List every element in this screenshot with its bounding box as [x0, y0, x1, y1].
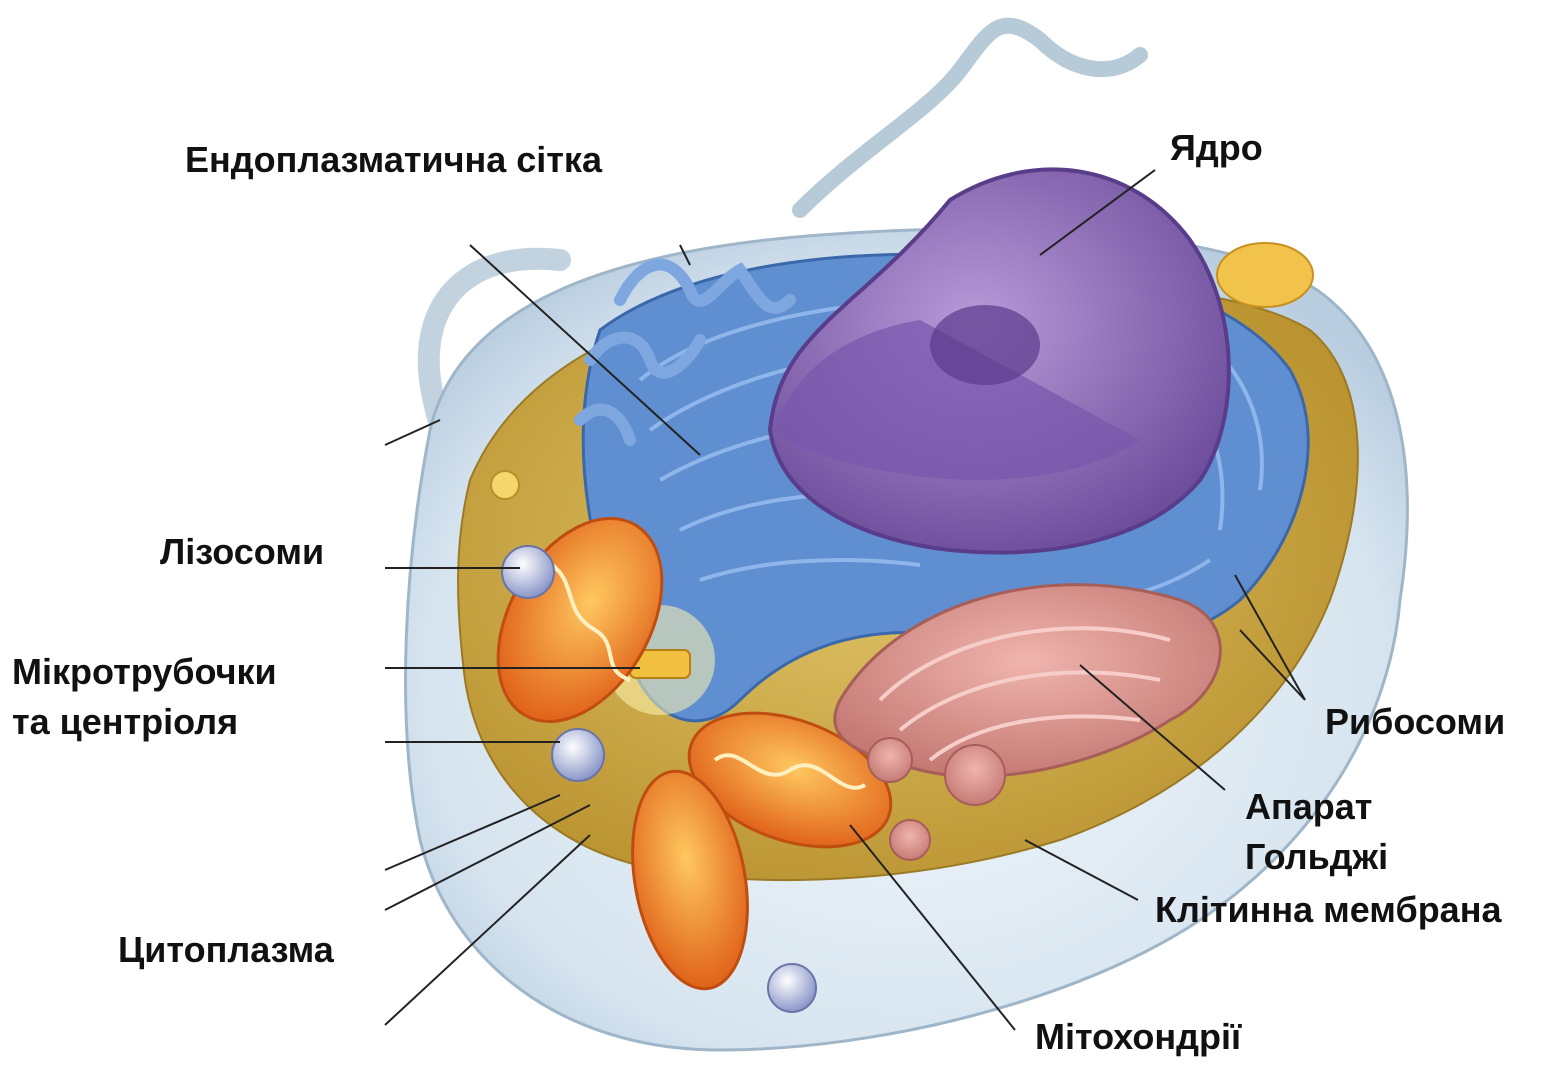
vesicle-bottom [768, 964, 816, 1012]
vacuole [1217, 243, 1313, 307]
label-nucleus: Ядро [1170, 126, 1263, 170]
label-mitochondria: Мітохондрії [1035, 1015, 1241, 1059]
label-microtubules-line1: Мікротрубочки [12, 650, 277, 694]
label-golgi-line2: Гольджі [1245, 835, 1388, 879]
vesicle [491, 471, 519, 499]
label-golgi-line1: Апарат [1245, 785, 1372, 829]
label-lysosomes: Лізосоми [160, 530, 324, 574]
label-cell-membrane: Клітинна мембрана [1155, 888, 1501, 932]
label-cytoplasm: Цитоплазма [118, 928, 334, 972]
label-ribosomes: Рибосоми [1325, 700, 1505, 744]
nucleolus [930, 305, 1040, 385]
label-microtubules-line2: та центріоля [12, 700, 238, 744]
lysosome [502, 546, 554, 598]
peroxisome [552, 729, 604, 781]
label-endoplasmic-reticulum: Ендоплазматична сітка [185, 138, 602, 182]
